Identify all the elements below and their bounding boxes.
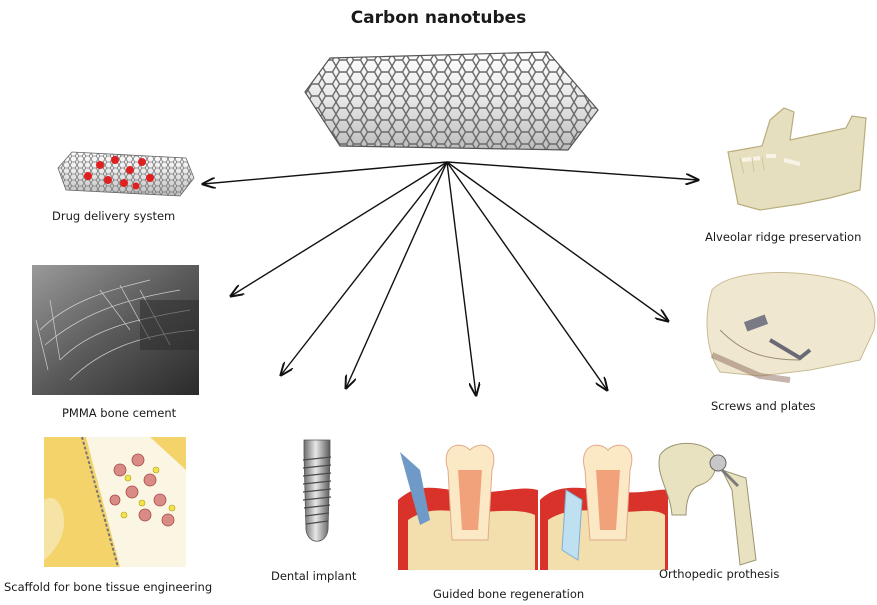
- arrow-guided-bone: [446, 161, 476, 395]
- dental-implant-image: [302, 439, 332, 542]
- arrow-pmma: [231, 161, 448, 296]
- arrow-orthopedic: [446, 161, 607, 390]
- guided-bone-regeneration-image: [398, 444, 668, 570]
- label-alveolar-ridge: Alveolar ridge preservation: [705, 230, 862, 244]
- arrow-drug-delivery: [203, 161, 448, 184]
- arrow-alveolar-ridge: [446, 161, 698, 180]
- label-dental-implant: Dental implant: [271, 569, 357, 583]
- label-screws-plates: Screws and plates: [711, 399, 816, 413]
- skull-plate-image: [703, 266, 877, 386]
- drug-delivery-nanotube-image: [57, 151, 195, 197]
- arrow-group: [203, 161, 698, 395]
- diagram-title: Carbon nanotubes: [350, 8, 527, 28]
- mandible-image: [727, 107, 867, 211]
- arrow-dental-implant: [281, 161, 448, 375]
- arrow-screws-plates: [446, 161, 668, 321]
- label-pmma-bone-cement: PMMA bone cement: [62, 406, 177, 420]
- orthopedic-prosthesis-image: [658, 442, 757, 566]
- label-drug-delivery: Drug delivery system: [52, 209, 176, 223]
- label-scaffold: Scaffold for bone tissue engineering: [4, 580, 213, 594]
- carbon-nanotube-image: [304, 51, 599, 151]
- pmma-sem-image: [32, 265, 199, 395]
- drug-molecules: [84, 156, 154, 190]
- scaffold-image: [44, 436, 186, 568]
- label-orthopedic-prothesis: Orthopedic prothesis: [659, 567, 780, 581]
- arrow-scaffold: [346, 161, 448, 388]
- label-guided-bone-regeneration: Guided bone regeneration: [433, 587, 585, 601]
